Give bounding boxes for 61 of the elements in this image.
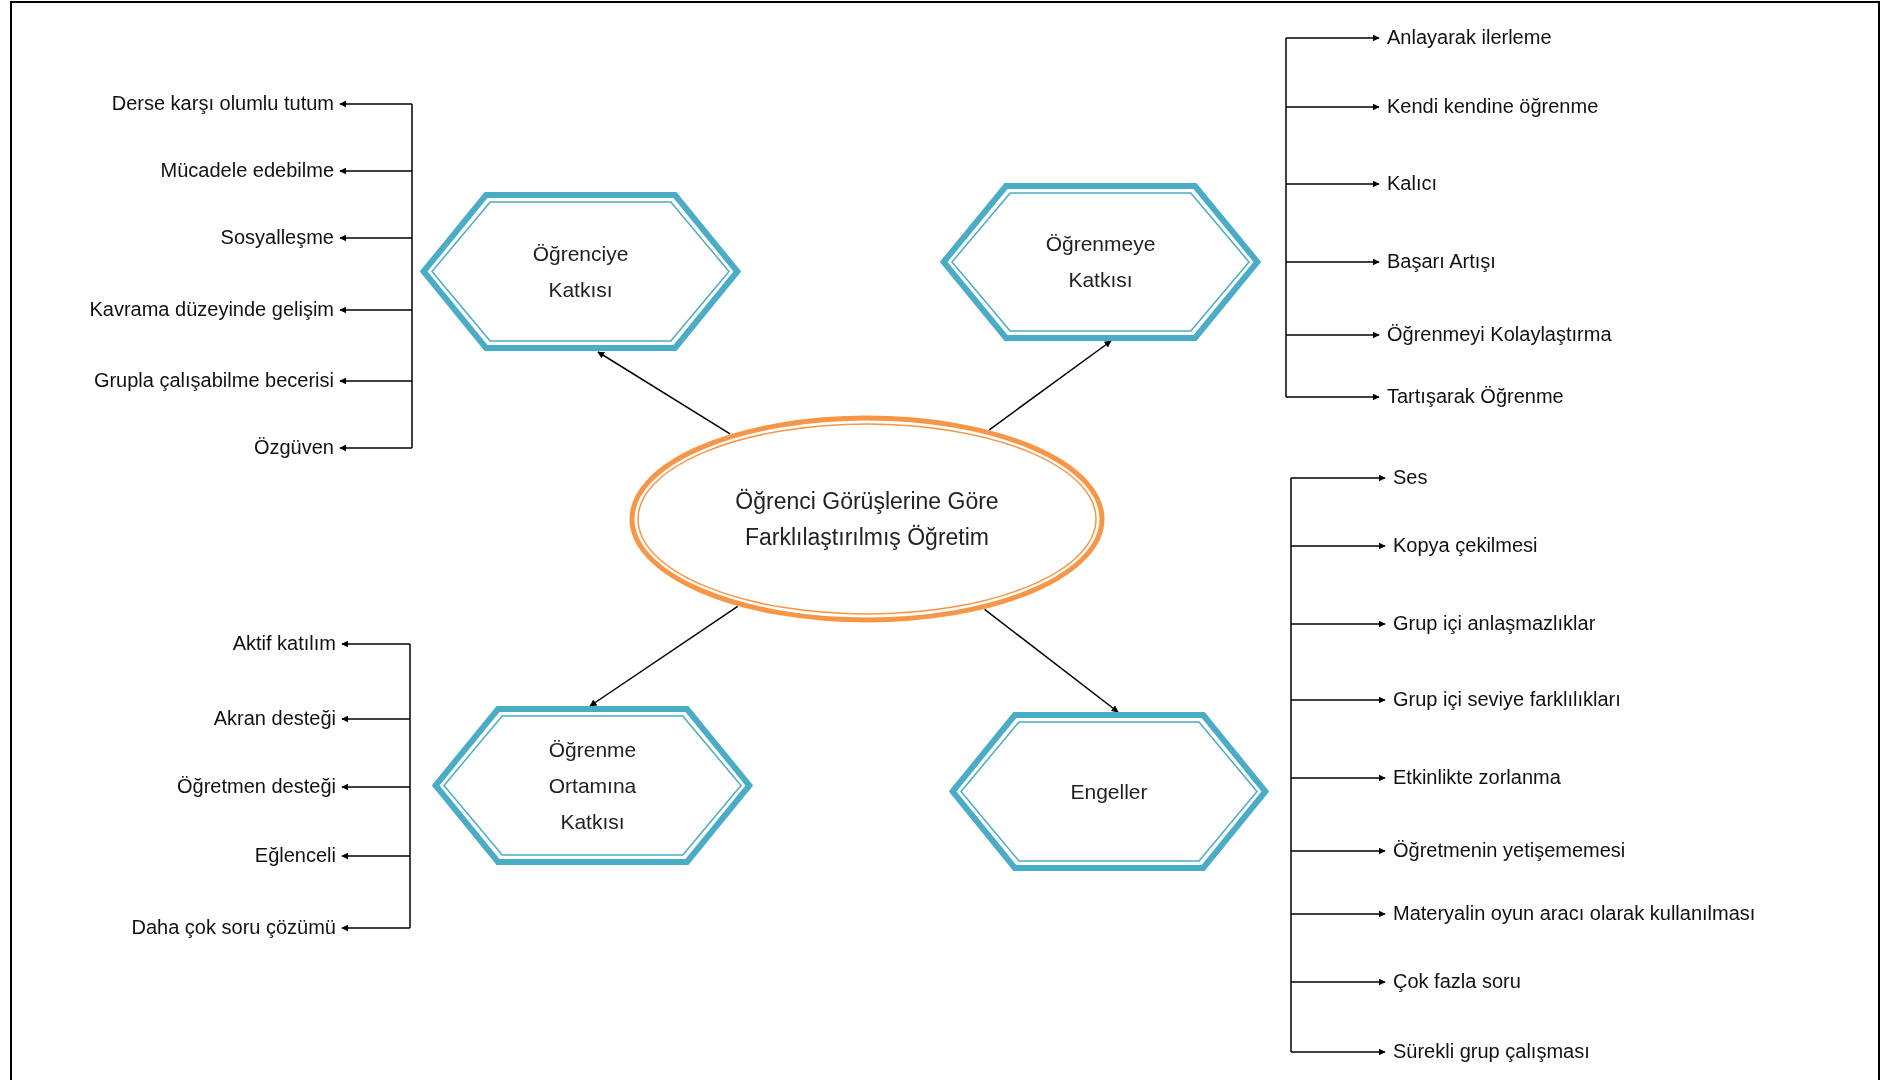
arrow: [341, 852, 411, 860]
arrow: [339, 167, 413, 175]
node-label: Öğrenmeye Katkısı: [1044, 231, 1157, 293]
arrow: [339, 377, 413, 385]
node-label: Eğlenceli: [254, 843, 336, 868]
node-label: Derse karşı olumlu tutum: [111, 91, 334, 116]
node-label: Daha çok soru çözümü: [131, 915, 336, 940]
node-label: Öğrenmeyi Kolaylaştırma: [1387, 322, 1612, 347]
arrow: [341, 640, 411, 648]
node-label: Sosyalleşme: [220, 225, 334, 250]
arrow: [341, 924, 411, 932]
node-label: Tartışarak Öğrenme: [1387, 384, 1564, 409]
node-label: Ses: [1393, 465, 1428, 490]
arrow: [988, 340, 1112, 431]
arrow: [1285, 393, 1380, 401]
node-label: Öğrenme Ortamına Katkısı: [547, 736, 638, 835]
arrow: [983, 608, 1119, 713]
node-label: Özgüven: [253, 435, 334, 460]
arrow: [1285, 258, 1380, 266]
arrow: [1290, 1048, 1386, 1056]
arrow: [589, 605, 739, 707]
node-label: Mücadele edebilme: [160, 158, 334, 183]
node-label: Öğrenciye Katkısı: [531, 240, 630, 303]
node-label: Kalıcı: [1387, 171, 1438, 196]
arrow: [1290, 978, 1386, 986]
node-label: Aktif katılım: [232, 631, 336, 656]
arrow: [1285, 331, 1380, 339]
node-label: Grupla çalışabilme becerisi: [93, 368, 334, 393]
arrow: [1285, 180, 1380, 188]
node-label: Başarı Artışı: [1387, 249, 1496, 274]
arrow: [1290, 696, 1386, 704]
arrow: [1290, 774, 1386, 782]
arrow: [1290, 620, 1386, 628]
node-label: Materyalin oyun aracı olarak kullanılması: [1393, 901, 1756, 926]
arrow: [1290, 474, 1386, 482]
arrow: [341, 715, 411, 723]
arrow: [341, 783, 411, 791]
arrow: [1285, 34, 1380, 42]
arrow: [339, 234, 413, 242]
node-label: Çok fazla soru: [1393, 969, 1521, 994]
node-label: Anlayarak ilerleme: [1387, 25, 1552, 50]
node-label: Öğretmenin yetişememesi: [1393, 838, 1626, 863]
node-label: Öğretmen desteği: [177, 774, 336, 799]
arrow: [339, 306, 413, 314]
arrow: [339, 100, 413, 108]
arrow: [339, 444, 413, 452]
node-label: Akran desteği: [213, 706, 336, 731]
arrow: [597, 351, 731, 435]
arrow: [1285, 103, 1380, 111]
node-label: Kavrama düzeyinde gelişim: [89, 297, 334, 322]
node-label: Etkinlikte zorlanma: [1393, 765, 1561, 790]
node-label: Sürekli grup çalışması: [1393, 1039, 1590, 1064]
node-label: Kopya çekilmesi: [1393, 533, 1538, 558]
arrow: [1290, 847, 1386, 855]
arrow: [1290, 910, 1386, 918]
node-label: Grup içi anlaşmazlıklar: [1393, 611, 1596, 636]
node-label: Öğrenci Görüşlerine Göre Farklılaştırılmış Öğretim: [734, 487, 1000, 552]
node-label: Kendi kendine öğrenme: [1387, 94, 1599, 119]
node-label: Grup içi seviye farklılıkları: [1393, 687, 1621, 712]
node-label: Engeller: [1069, 778, 1149, 805]
arrow: [1290, 542, 1386, 550]
